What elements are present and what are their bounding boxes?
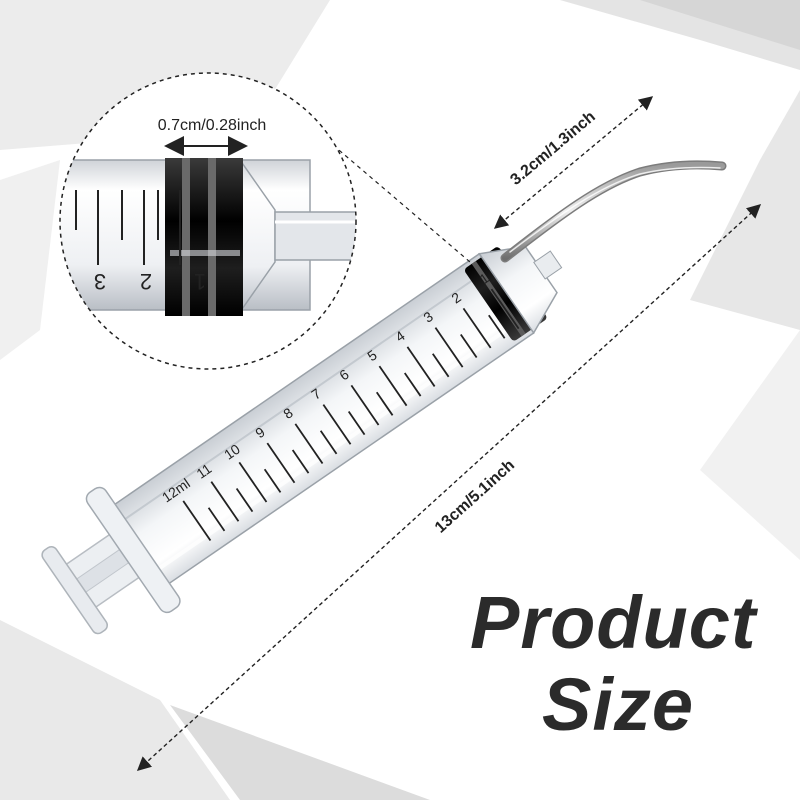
zoom-leader-line — [332, 144, 471, 263]
zoom-number-2: 2 — [140, 269, 152, 294]
title-line-1: Product — [470, 581, 757, 664]
barrel-diameter-arrow — [493, 96, 654, 229]
total-length-arrow — [136, 204, 762, 771]
title-line-2: Size — [542, 663, 695, 746]
zoom-number-3: 3 — [94, 269, 106, 294]
zoom-number-1: 1 — [194, 269, 206, 294]
nozzle-diameter-label: 0.7cm/0.28inch — [158, 117, 267, 134]
